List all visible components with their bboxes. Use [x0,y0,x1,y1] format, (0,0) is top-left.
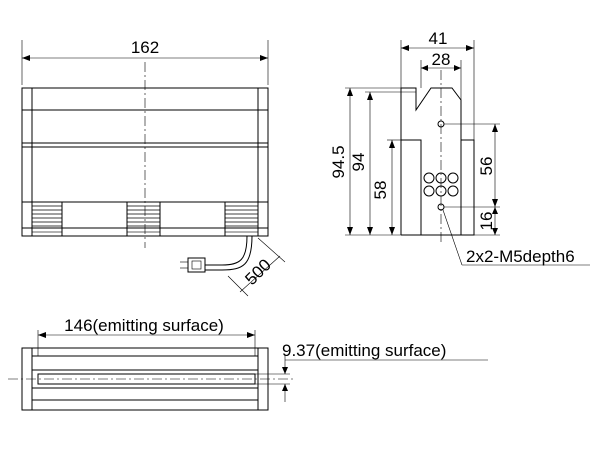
side-height-lower-dimension: 58 [371,181,390,200]
bottom-view: 146(emitting surface) 9.37(emitting surf… [8,316,488,411]
heat-fins-left [31,201,63,233]
heat-fins-right [224,201,259,233]
side-height-body-dimension: 94 [349,153,368,172]
side-profile [400,87,475,236]
front-width-dimension: 162 [131,38,159,57]
side-width-inner-dimension: 28 [432,50,451,69]
side-view: 41 28 94.5 94 [329,29,590,266]
thread-callout: 2x2-M5depth6 [466,247,575,266]
cable-length-dimension: 500 [241,255,274,288]
connector [187,257,206,273]
hole-offset-dimension: 16 [477,212,496,231]
side-width-outer-dimension: 41 [429,29,448,48]
cable [180,235,253,273]
heat-fins-center [126,201,161,233]
emitting-width-dimension: 9.37(emitting surface) [282,341,446,360]
led-cluster [423,172,459,197]
side-height-total-dimension: 94.5 [329,145,348,178]
front-view: 162 [21,38,286,297]
hole-spacing-dimension: 56 [477,157,496,176]
emitting-length-dimension: 146(emitting surface) [64,316,224,335]
